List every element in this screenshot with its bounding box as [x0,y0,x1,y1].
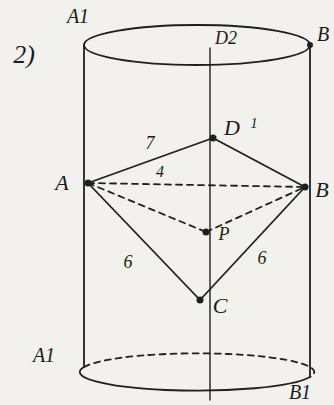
point [307,42,313,48]
top-base [84,25,310,65]
axis [209,48,210,400]
point-label: B [317,24,329,44]
generatrix [83,45,85,367]
point-label: B [315,179,328,201]
generatrix [309,45,311,377]
point-label: D2 [215,29,237,47]
point [85,180,92,187]
point-label: 6 [124,253,133,271]
bottom-base-back [84,353,314,377]
point-label: C [213,295,228,317]
point-label: D [224,117,240,139]
segment [213,138,305,187]
segment [88,183,305,187]
point-label: 2) [13,42,35,68]
segment [88,183,200,300]
point [197,297,204,304]
point [210,135,217,142]
point-label: 4 [156,164,164,180]
point-label: A1 [67,6,89,26]
point-label: B1 [289,382,311,402]
point-label: 1 [251,117,258,131]
point [302,184,309,191]
point-label: P [219,225,230,243]
point-label: 7 [146,134,155,152]
point [203,229,210,236]
segment [200,187,305,300]
bottom-base-front [80,367,310,391]
segment [88,183,206,232]
point-label: A1 [33,345,55,365]
point-label: A [55,172,68,194]
point-label: 6 [258,249,267,267]
